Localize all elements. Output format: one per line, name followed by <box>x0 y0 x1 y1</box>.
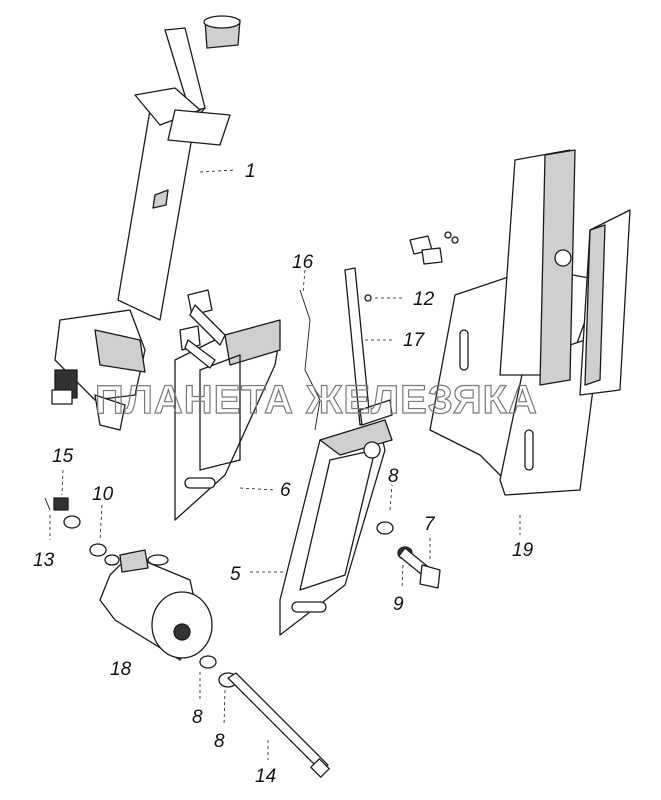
part-13-washer <box>44 497 81 529</box>
part-1-steering-column <box>51 15 241 431</box>
callout-13: 13 <box>33 550 55 571</box>
callout-17: 17 <box>403 330 426 351</box>
part-10-washer <box>89 543 120 566</box>
part-5-bracket <box>279 419 393 636</box>
callout-14: 14 <box>255 766 276 787</box>
part-7-bolt <box>398 547 441 589</box>
callout-8-lower-a: 8 <box>192 707 203 728</box>
part-12-nut <box>364 294 372 302</box>
leader-6 <box>239 487 276 491</box>
callout-8-right: 8 <box>388 466 399 487</box>
leader-8-right <box>389 484 393 511</box>
part-17-strip <box>344 267 393 426</box>
part-14-pin <box>227 672 330 778</box>
leader-9 <box>401 564 404 589</box>
callout-19: 19 <box>512 540 534 561</box>
leader-16 <box>302 269 306 293</box>
part-16-rod <box>299 289 321 431</box>
callout-15: 15 <box>52 446 74 467</box>
leader-10 <box>99 504 103 541</box>
callout-9: 9 <box>393 594 404 615</box>
part-8-washer-lower-a <box>199 655 217 669</box>
part-19-mounting-bracket <box>429 149 631 496</box>
callout-6: 6 <box>280 480 291 501</box>
callout-8-lower-b: 8 <box>214 731 225 752</box>
callout-12: 12 <box>413 289 435 310</box>
callout-7: 7 <box>424 514 436 535</box>
part-6-bracket <box>174 319 281 521</box>
watermark: ПЛАНЕТА ЖЕЛЕЗЯКА <box>95 378 538 422</box>
part-8-washer-right <box>376 521 394 535</box>
leader-1 <box>199 169 236 173</box>
part-18-motor <box>99 549 213 661</box>
callout-1: 1 <box>245 161 256 182</box>
callout-5: 5 <box>230 564 241 585</box>
callout-16: 16 <box>292 252 314 273</box>
leader-15 <box>61 469 64 496</box>
leader-8-lower-b <box>223 689 226 726</box>
callout-10: 10 <box>92 484 114 505</box>
callout-18: 18 <box>110 659 132 680</box>
part-15-nut <box>53 497 69 511</box>
part-6-bolts <box>179 289 226 369</box>
top-bolt <box>409 231 459 265</box>
